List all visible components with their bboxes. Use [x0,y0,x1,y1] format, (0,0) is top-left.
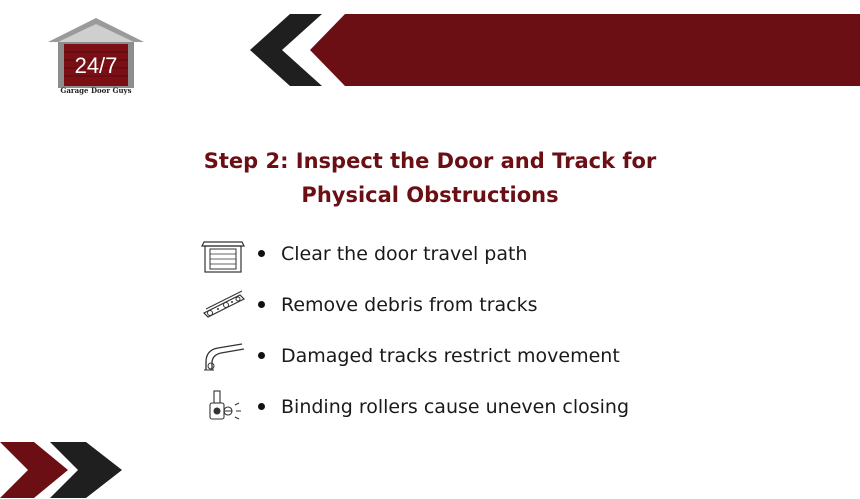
footer-red-chevron [0,442,68,498]
bullet-dot [258,403,265,410]
bullet-list: Clear the door travel path Remove debris… [200,228,629,432]
bullet-dot [258,352,265,359]
bullet-text: Damaged tracks restrict movement [281,344,620,367]
curved-track-icon [204,342,245,370]
header-red-banner [310,14,860,86]
company-logo: 24/7 [48,18,144,88]
logo-caption: Garage Door Guys [60,86,132,95]
list-item: Damaged tracks restrict movement [200,330,629,381]
list-item: Clear the door travel path [200,228,629,279]
logo-text: 24/7 [75,53,118,78]
bullet-text: Remove debris from tracks [281,293,538,316]
header-dark-chevron [250,14,322,86]
bullet-dot [258,301,265,308]
page-title: Step 2: Inspect the Door and Track for P… [130,144,730,212]
bullet-text: Binding rollers cause uneven closing [281,395,630,418]
bullet-dot [258,250,265,257]
track-debris-icon [202,290,246,318]
header-banner [250,14,860,86]
roller-icon [209,389,241,420]
bullet-text: Clear the door travel path [281,242,528,265]
garage-door-icon [201,240,245,273]
footer-chevrons [0,442,122,498]
list-item: Remove debris from tracks [200,279,629,330]
title-line-2: Physical Obstructions [301,183,559,207]
title-line-1: Step 2: Inspect the Door and Track for [203,149,657,173]
list-item: Binding rollers cause uneven closing [200,381,629,432]
footer-dark-chevron [50,442,122,498]
